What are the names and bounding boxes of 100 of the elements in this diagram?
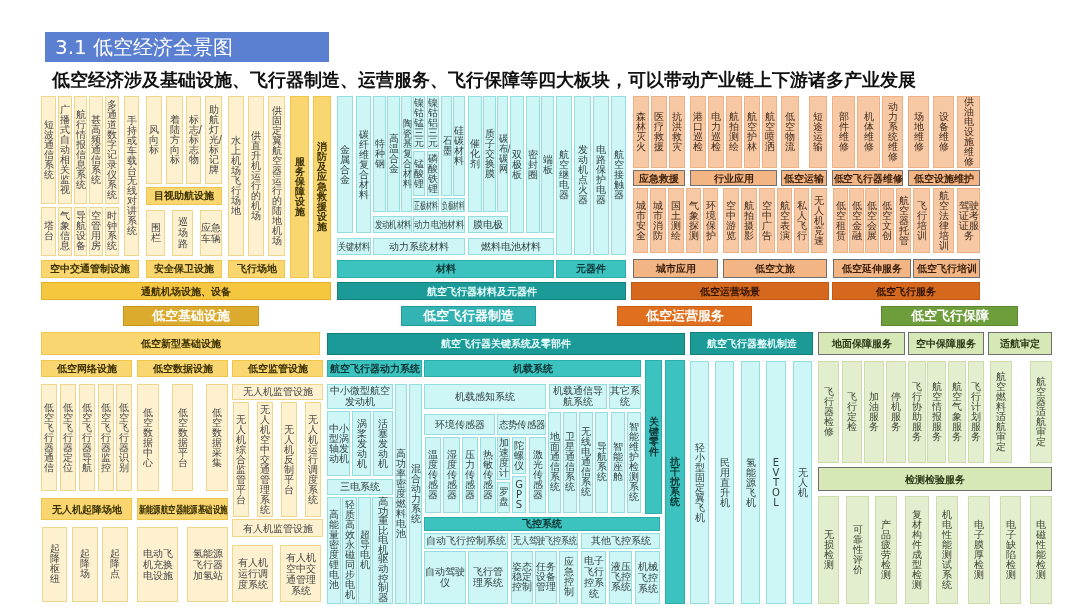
item-tile: 机电性能测试系统 [936, 495, 958, 604]
item-tile: 气象探测 [686, 188, 701, 254]
item-tile: 机体维修 [857, 96, 880, 169]
item-tile: 动力系统材料 [373, 237, 465, 255]
category-bar: 低空数据设施 [137, 360, 228, 378]
item-tile: 供固定翼航空器运行的陆地机场 [268, 96, 285, 256]
item-tile: 催化剂 [468, 96, 482, 213]
item-tile: 医疗救援 [651, 96, 667, 169]
item-tile: 飞行计划服务 [968, 361, 984, 463]
item-tile: 电子飞行控系统 [581, 550, 606, 604]
category-bar: 关键零件 [645, 360, 662, 514]
category-bar: 飞行场地 [228, 260, 285, 278]
item-tile: 风向标 [146, 96, 162, 184]
item-tile: 无人机反制平台 [281, 401, 297, 518]
item-tile: 城市安全 [633, 188, 648, 254]
item-tile: 高温合金 [387, 96, 400, 213]
item-tile: 无人驾驶飞控系统 [511, 532, 578, 549]
item-tile: 低空租赁 [833, 188, 848, 254]
item-tile: 电路保护电器 [593, 96, 609, 255]
item-tile: 低空数据平台 [172, 383, 193, 492]
category-bar: 应急救援 [633, 170, 685, 186]
category-bar: 低空运输 [781, 170, 827, 186]
item-tile: 机载通信导航系统 [549, 383, 607, 409]
item-tile: 镍钴铝三元 [427, 96, 439, 150]
item-tile: 有人机监管设施 [232, 519, 323, 538]
item-tile: 机械飞控系统 [635, 550, 660, 604]
item-tile: 有人机空中交通管理系统 [280, 545, 321, 602]
item-tile: 石墨 [441, 96, 452, 196]
item-tile: 私人飞行 [794, 188, 809, 254]
item-tile: 低空会展 [865, 188, 879, 254]
item-tile: 低空数据中心 [137, 383, 159, 492]
item-tile: 导航系统 [595, 412, 608, 513]
item-tile: 加速度计 [497, 436, 510, 480]
category-bar: 城市应用 [633, 258, 718, 278]
category-bar: 地面保障服务 [818, 332, 905, 355]
item-tile: 无人机 [793, 361, 812, 604]
item-tile: 陀螺仪 [512, 436, 526, 475]
item-tile: 空管用房 [89, 206, 103, 256]
item-tile: 质子交换膜 [483, 96, 496, 213]
sector-bar: 航空飞行器关键系统及零部件 [327, 333, 685, 355]
item-tile: 航空器托管 [896, 188, 911, 254]
item-tile: 燃料电池材料 [468, 237, 554, 255]
category-bar: 行业应用 [690, 170, 777, 186]
item-tile: 硅碳材料 [453, 96, 465, 196]
item-tile: 氢能源飞行器加氢站 [187, 527, 228, 602]
item-tile: 碳纤维复合材料 [356, 96, 371, 234]
item-tile: 低空物流 [781, 96, 799, 169]
category-bar: 航空飞行器动力系统 [327, 360, 422, 378]
item-tile: 其他飞控系统 [581, 532, 660, 549]
item-tile: 时钟系统 [105, 206, 119, 256]
item-tile: 轻质高效永磁同步电机 [342, 496, 357, 604]
item-tile: 发动机材料 [373, 215, 412, 234]
item-tile: 卫星通信系统 [563, 412, 577, 513]
item-tile: 正极材料 [413, 198, 439, 213]
item-tile: 多通道数字记录仪系统 [105, 96, 119, 204]
item-tile: 低空飞行器通信 [41, 383, 57, 492]
item-tile: 气象信息 [58, 206, 72, 256]
item-tile: 密封圈 [526, 96, 540, 234]
item-tile: 航行情报信息系统 [74, 96, 87, 204]
sector-heading-bar: 低空飞行保障 [881, 306, 1018, 326]
item-tile: 低空飞行器识别 [116, 383, 132, 492]
item-tile: 航空接触器 [611, 96, 626, 255]
item-tile: 甚高频通信系统 [89, 96, 103, 204]
item-tile: 陶瓷基复合材料 [401, 96, 412, 213]
item-tile: 城市消防 [650, 188, 666, 254]
item-tile: 氢能源飞机 [741, 361, 760, 604]
item-tile: 中小微型航空发动机 [327, 383, 393, 409]
sector-bar: 低空运营场景 [631, 282, 829, 300]
item-tile: 民用直升机 [715, 361, 734, 604]
item-tile: 涡桨发动机 [352, 411, 371, 477]
item-tile: 供直升机运行的机场 [248, 96, 264, 256]
item-tile: 金属合金 [337, 96, 353, 234]
item-tile: 航空继电器 [556, 96, 572, 255]
category-bar: 适航审定 [988, 332, 1052, 355]
item-tile: 无人机竞速 [811, 188, 827, 254]
item-tile: 热敏传感器 [480, 436, 496, 513]
item-tile: 高能量密度锂电池 [327, 496, 341, 604]
item-tile: 机载感知系统 [424, 383, 546, 409]
item-tile: 无人机综合监管平台 [233, 401, 249, 518]
category-bar: 低空监管设施 [232, 360, 323, 378]
category-bar: 安全保卫设施 [146, 260, 222, 278]
item-tile: 航空情报服务 [927, 361, 946, 463]
item-tile: 特种钢 [373, 96, 386, 213]
sector-bar: 通航机场设施、设备 [41, 282, 331, 300]
item-tile: 智能座舱 [611, 412, 625, 513]
item-tile: 电子膜厚检测 [968, 495, 990, 604]
sector-heading-bar: 低空飞行器制造 [401, 306, 536, 326]
item-tile: 应急车辆 [200, 210, 222, 256]
item-tile: 应急控制 [559, 550, 578, 604]
item-tile: 自动驾驶仪 [424, 550, 466, 604]
category-bar: 机载系统 [424, 360, 641, 378]
item-tile: 液压飞控系统 [609, 550, 632, 604]
item-tile: 姿态稳定控制 [511, 550, 533, 604]
category-bar: 低空飞行器维修 [832, 170, 903, 186]
item-tile: 低空飞行器定位 [60, 383, 76, 492]
item-tile: 无人机监管设施 [232, 383, 323, 400]
item-tile: 飞行管理系统 [468, 550, 508, 604]
item-tile: 碳布/碳网 [497, 96, 508, 213]
item-tile: 高功率密度燃料电池 [395, 383, 407, 604]
item-tile: 供油电设施维修 [957, 96, 980, 169]
